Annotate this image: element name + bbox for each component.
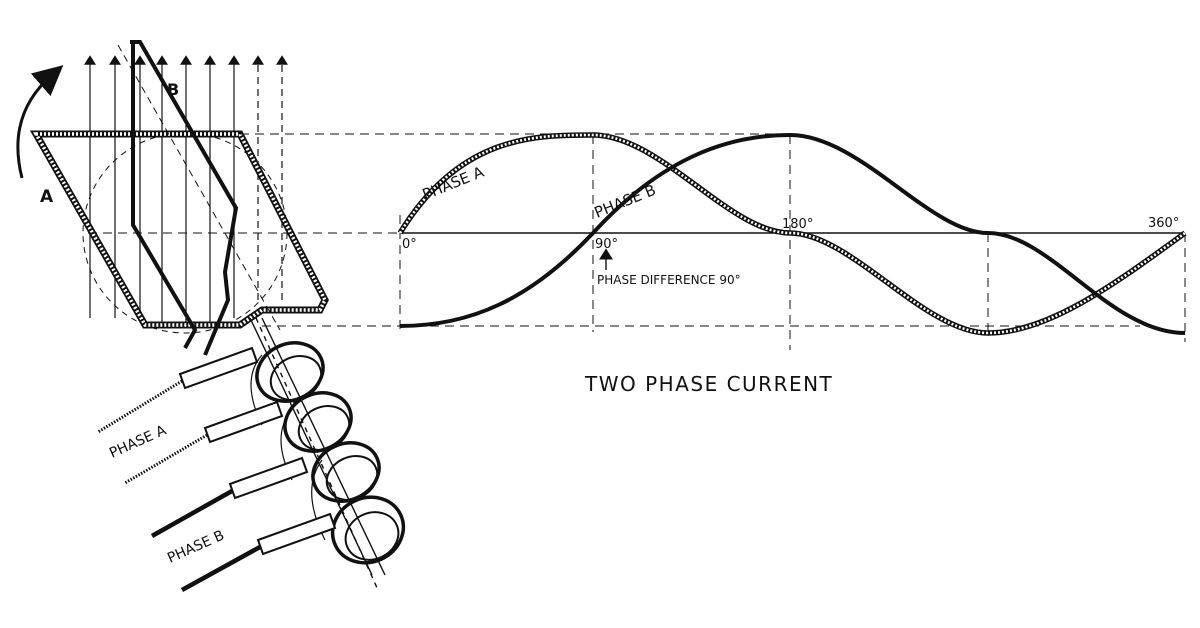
brushes: [97, 346, 337, 592]
degree-180-label: 180°: [782, 217, 813, 232]
phase-a-waveform: [397, 132, 1187, 336]
graph-guides: [399, 133, 1186, 350]
phase-difference-label: PHASE DIFFERENCE 90°: [597, 273, 741, 287]
degree-0-label: 0°: [402, 237, 417, 252]
slip-ring: [255, 341, 325, 403]
phase-b-waveform: [399, 132, 1186, 335]
rotation-arrow: [16, 65, 64, 179]
coil-loop-a: [29, 130, 329, 329]
brush: [124, 400, 284, 485]
brush: [180, 512, 337, 592]
slip-ring: [311, 441, 381, 503]
waveform-graph: PHASE A PHASE B 0° 90° 180° 360° PHASE D…: [397, 132, 1187, 350]
slip-ring: [330, 495, 406, 565]
figure-caption: TWO PHASE CURRENT: [585, 372, 834, 396]
phase-b-curve-label: PHASE B: [592, 181, 659, 222]
lead-phase-b-label: PHASE B: [165, 527, 227, 566]
slip-ring: [283, 391, 353, 453]
degree-360-label: 360°: [1148, 216, 1179, 231]
degree-90-label: 90°: [595, 237, 618, 252]
lead-phase-a-label: PHASE A: [107, 422, 169, 461]
conductor-b-label: B: [167, 80, 179, 99]
coil-loop-b: [130, 40, 239, 356]
brush: [97, 346, 259, 434]
brush: [150, 456, 309, 538]
shaft-dashed-line: [117, 44, 281, 331]
projection-lines: [240, 133, 600, 327]
rotation-label: A: [40, 187, 54, 207]
